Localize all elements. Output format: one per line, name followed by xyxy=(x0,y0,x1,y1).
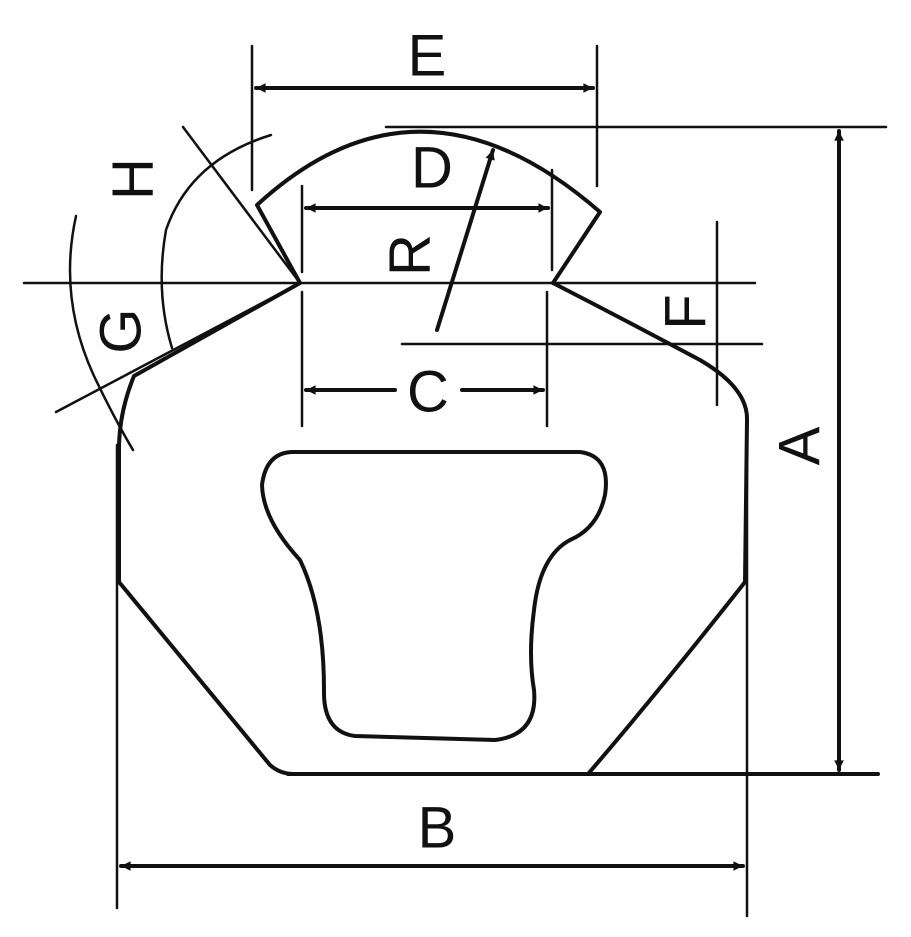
rail-left-side xyxy=(117,281,302,776)
label-h: H xyxy=(101,158,166,200)
label-e: E xyxy=(408,24,447,89)
label-g: G xyxy=(89,308,154,353)
angle-g-arc xyxy=(68,214,135,452)
label-b: B xyxy=(418,796,457,861)
dimension-labels: E D C B R H G F A xyxy=(89,24,833,861)
label-r: R xyxy=(378,234,443,276)
label-f: F xyxy=(654,294,719,329)
angle-h-ray xyxy=(181,125,302,285)
radius-r-arrow xyxy=(435,148,495,332)
construction-lines xyxy=(22,44,888,918)
rail-right-side xyxy=(551,281,750,776)
dimension-arrows xyxy=(119,83,844,871)
angle-g-ray xyxy=(54,281,302,414)
label-c: C xyxy=(407,360,449,425)
label-a: A xyxy=(768,426,833,465)
rail-outline xyxy=(117,129,880,776)
label-d: D xyxy=(411,136,453,201)
angle-h-arc xyxy=(160,133,273,350)
rail-inner-slot xyxy=(260,450,608,742)
rail-head-outline xyxy=(255,129,602,285)
